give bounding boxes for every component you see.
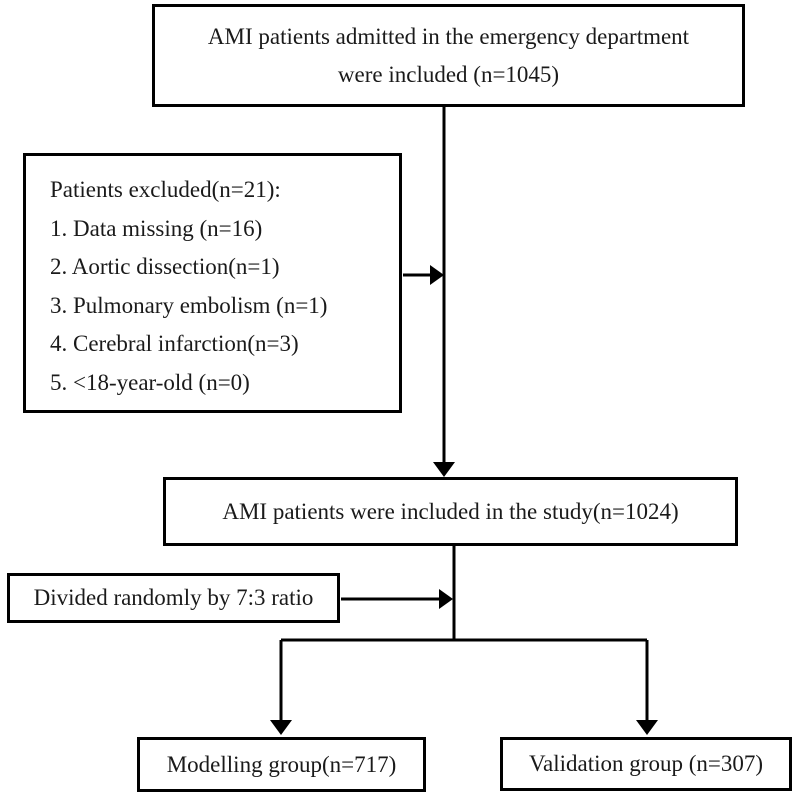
node-included-in-study: AMI patients were included in the study(…: [163, 477, 738, 546]
exclusion-item: 3. Pulmonary embolism (n=1): [50, 292, 328, 318]
node-split-label: Divided randomly by 7:3 ratio: [33, 585, 314, 610]
down-arrowhead-icon: [636, 720, 658, 735]
node-included-label: AMI patients were included in the study(…: [222, 498, 679, 524]
exclusion-item: 2. Aortic dissection(n=1): [50, 254, 280, 279]
node-split-ratio: Divided randomly by 7:3 ratio: [7, 573, 340, 623]
node-patients-excluded: Patients excluded(n=21): 1. Data missing…: [23, 153, 402, 413]
exclusion-item: 5. <18-year-old (n=0): [50, 369, 250, 395]
down-arrowhead-icon: [433, 462, 455, 477]
node-modelling-group: Modelling group(n=717): [137, 737, 426, 792]
node-admitted-line2: were included (n=1045): [337, 61, 560, 87]
node-modelling-label: Modelling group(n=717): [166, 751, 397, 777]
node-admitted-patients: AMI patients admitted in the emergency d…: [152, 4, 745, 107]
right-arrowhead-icon: [439, 589, 453, 609]
node-validation-label: Validation group (n=307): [529, 751, 763, 776]
down-arrowhead-icon: [270, 720, 292, 735]
node-admitted-line1: AMI patients admitted in the emergency d…: [207, 23, 690, 49]
right-arrowhead-icon: [430, 265, 444, 285]
exclusion-item: 1. Data missing (n=16): [50, 215, 263, 241]
node-validation-group: Validation group (n=307): [500, 737, 792, 791]
exclusion-item: 4. Cerebral infarction(n=3): [50, 331, 299, 356]
exclusion-title: Patients excluded(n=21):: [50, 177, 281, 202]
